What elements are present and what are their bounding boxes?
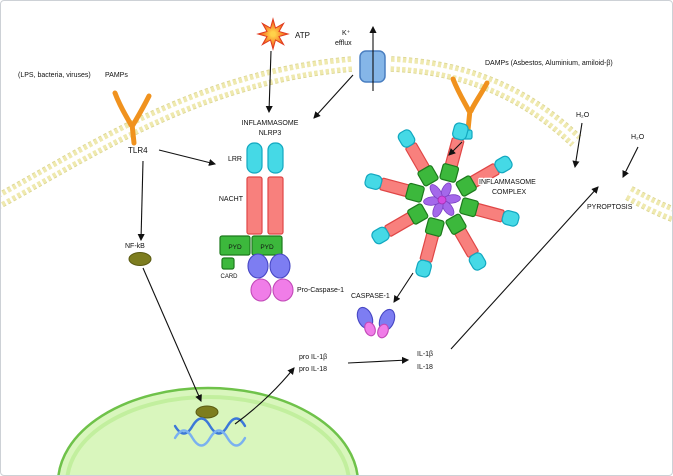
complex-core: [437, 195, 447, 205]
il-release-arrow: [450, 186, 599, 350]
dna-helix: [173, 417, 247, 447]
caspase1-subunit-small: [377, 323, 389, 339]
membrane-bilayer-gap: [390, 61, 578, 143]
tlr4-to-nfkb-arrow: [137, 160, 145, 242]
complex-spoke: [394, 126, 440, 188]
pyd-label: PYD: [260, 244, 274, 251]
complex-spoke: [444, 212, 490, 274]
inflammasome-complex-wheel: [363, 121, 521, 279]
lrr-domain: [267, 142, 284, 174]
membrane-segment: [1, 56, 354, 209]
complex-label-line1: INFLAMMASOME: [479, 179, 536, 186]
complex-spoke: [363, 171, 426, 204]
tlr4-to-nlrp3-arrow: [158, 149, 217, 166]
nfkb-label: NF-kB: [125, 243, 145, 250]
complex-spoke: [368, 202, 430, 248]
k-plus-label: K⁺: [342, 30, 351, 37]
nfkb-in-nucleus-oval: [195, 405, 219, 419]
dna-to-proil-arrow: [234, 367, 295, 425]
nucleus: [57, 386, 359, 475]
pamps-detail-label: (LPS, bacteria, viruses): [18, 72, 91, 79]
nacht-label: NACHT: [219, 196, 244, 203]
pro-caspase1-oval: [250, 278, 272, 302]
tlr4-receptor-shape: [112, 90, 152, 146]
membrane-bilayer-gap: [1, 61, 354, 203]
card-domain-square: [221, 257, 235, 270]
caspase1-protein: CASPASE-1: [351, 293, 396, 339]
caspase1-subunit-small: [364, 321, 376, 337]
atp-to-nlrp3-arrow: [265, 50, 273, 114]
dna-strand: [173, 429, 247, 447]
h2o-label-right: H₂O: [631, 134, 645, 141]
pro-caspase1-label: Pro-Caspase-1: [297, 287, 344, 294]
complex-spoke: [458, 196, 521, 229]
h2o-influx-arrow-left: [572, 122, 583, 169]
nucleus-body: [57, 386, 359, 475]
membrane-segment: [1, 57, 354, 208]
membrane-segment: [390, 56, 582, 147]
il1b-label: IL-1β: [417, 351, 433, 358]
damps-to-complex-arrow: [448, 141, 463, 156]
complex-to-caspase1-arrow: [393, 272, 414, 303]
nacht-domain: [267, 176, 284, 235]
nfkb-protein: NF-kB: [125, 243, 152, 266]
h2o-influx-arrow-right: [622, 146, 639, 178]
lrr-domain: [246, 142, 263, 174]
pro-il1b-label: pro IL-1β: [299, 354, 327, 361]
card-oval: [247, 253, 269, 279]
nlrp3-monomer: LRR NACHT PYD PYD CARD Pro-Caspase-1: [219, 142, 344, 302]
nucleus-inner-rim: [65, 395, 351, 475]
inflammasome-nlrp3-label-line2: NLRP3: [259, 130, 282, 137]
pyroptosis-label: PYROPTOSIS: [587, 204, 633, 211]
pyd-label: PYD: [228, 244, 242, 251]
channel-to-nlrp3-arrow: [313, 74, 354, 119]
membrane-segment: [390, 57, 581, 147]
lrr-label: LRR: [228, 156, 242, 163]
caspase1-label: CASPASE-1: [351, 293, 390, 300]
pamps-label: PAMPs: [105, 72, 128, 79]
cell-membrane: [1, 56, 672, 223]
h2o-label-left: H₂O: [576, 112, 590, 119]
complex-label-line2: COMPLEX: [492, 189, 527, 196]
atp-molecule: ATP: [256, 17, 310, 51]
card-label: CARD: [220, 274, 238, 280]
efflux-label: efflux: [335, 40, 352, 47]
membrane-bilayer-gap: [627, 191, 672, 217]
nfkb-to-nucleus-arrow: [142, 267, 202, 402]
inflammasome-nlrp3-label-line1: INFLAMMASOME: [242, 120, 299, 127]
complex-spoke: [413, 216, 446, 279]
damps-receptor-shape: [450, 76, 490, 133]
atp-star-icon: [256, 17, 290, 51]
potassium-channel: K⁺ efflux: [335, 25, 386, 91]
pyd-domain: [251, 235, 283, 256]
nfkb-oval: [128, 252, 152, 266]
proil-to-il-arrow: [347, 356, 410, 364]
atp-label: ATP: [295, 31, 310, 40]
card-oval: [269, 253, 291, 279]
complex-spoke: [438, 121, 471, 184]
il18-label: IL-18: [417, 364, 433, 371]
tlr4-label: TLR4: [128, 146, 148, 155]
tlr4-receptor: TLR4: [112, 90, 152, 155]
damps-label: DAMPs (Asbestos, Aluminium, amiloid-β): [485, 60, 613, 67]
pro-il18-label: pro IL-18: [299, 366, 327, 373]
nacht-domain: [246, 176, 263, 235]
pyd-domain: [219, 235, 251, 256]
pro-caspase1-oval: [272, 278, 294, 302]
